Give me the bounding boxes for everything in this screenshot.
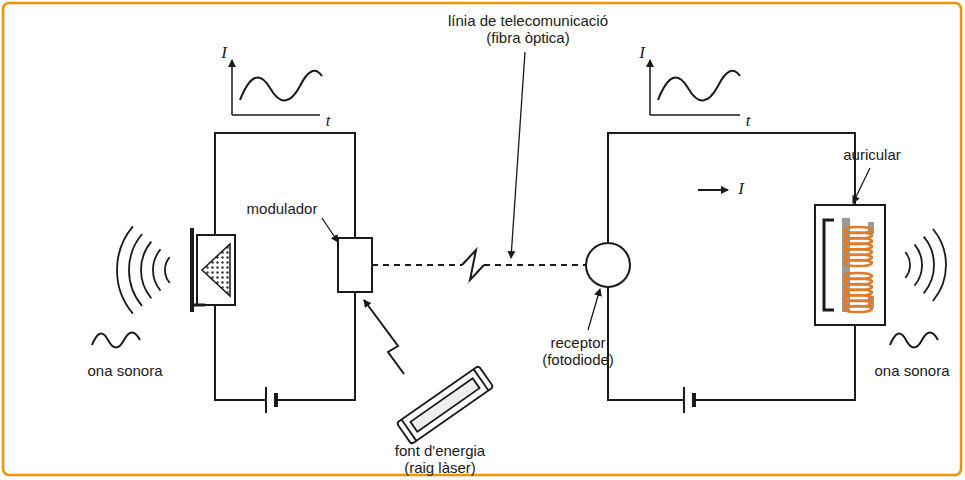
current-label: I (738, 180, 744, 197)
left-current-graph-part (232, 114, 320, 116)
part-label: font d'energia (raig làser) (385, 442, 495, 476)
current-direction-arrow (698, 189, 728, 191)
part-label: ona sonora (87, 362, 162, 379)
sound-wave-left-part (141, 242, 151, 299)
photodiode-receiver-part (586, 243, 630, 287)
leader-lines (322, 52, 870, 330)
fibre-optic-line (372, 250, 586, 280)
axis-label: I (221, 44, 227, 61)
sound-wave-left-part (92, 333, 140, 348)
left-current-graph-part (231, 60, 233, 115)
laser-source-part (397, 366, 494, 445)
part-label: modulador (247, 200, 318, 217)
sound-wave-left-part (129, 234, 142, 306)
right-current-graph-part (650, 114, 740, 116)
sound-wave-right-part (890, 333, 938, 348)
sound-wave-left-part (153, 249, 161, 290)
right-current-graph-part (658, 71, 740, 101)
sound-wave-left-part (165, 257, 170, 283)
leader-lines-part (322, 218, 338, 242)
leader-lines-part (588, 289, 600, 330)
microphone-symbol (192, 228, 235, 312)
sound-wave-right-part (915, 244, 923, 285)
sound-wave-right-part (933, 229, 946, 301)
frame (3, 3, 961, 475)
laser-source-part (474, 369, 489, 390)
sound-wave-right (890, 229, 946, 348)
left-battery-symbol-part (274, 393, 278, 407)
photodiode-receiver (586, 243, 630, 287)
right-current-graph-part (649, 60, 651, 115)
right-current-graph (650, 60, 740, 115)
fibre-optic-line-part (372, 264, 462, 266)
microphone-symbol-part (192, 304, 205, 307)
modulator-box (338, 238, 372, 292)
left-current-graph-part (240, 71, 322, 101)
laser-beam-arrow (364, 300, 404, 374)
laser-source-part (402, 420, 417, 441)
microphone-symbol-part (190, 228, 194, 312)
axis-label: t (326, 112, 331, 129)
axis-label: I (639, 44, 645, 61)
axis-label: t (746, 112, 751, 129)
sound-wave-right-part (905, 252, 910, 278)
right-battery-symbol-part (683, 387, 685, 413)
left-battery-symbol-part (265, 387, 267, 413)
microphone-symbol-part (197, 235, 235, 305)
left-battery-symbol (266, 387, 276, 413)
part-label: auricular (843, 146, 901, 163)
coil-winding (844, 306, 872, 312)
right-battery-symbol (684, 387, 694, 413)
left-circuit-wires-part (276, 292, 355, 400)
left-circuit-wires-part (215, 305, 266, 400)
current-direction-arrow-part (698, 189, 728, 191)
fibre-optic-line-part (484, 264, 586, 266)
left-circuit-wires-part (215, 133, 355, 238)
coil-winding (844, 260, 872, 266)
part-label: ona sonora (874, 362, 949, 379)
fibre-optic-line-part (462, 250, 484, 280)
earphone-symbol-part (824, 220, 834, 310)
right-circuit-wires-part (608, 287, 684, 400)
modulator-box-part (338, 238, 372, 292)
right-battery-symbol-part (692, 393, 696, 407)
leader-lines-part (511, 52, 525, 258)
right-circuit-wires-part (694, 325, 855, 400)
earphone-symbol-part (844, 227, 872, 312)
laser-source (397, 366, 494, 445)
line-label: línia de telecomunicació (fibra òptica) (436, 12, 621, 46)
laser-source-part (410, 378, 479, 431)
part-label: receptor (fotodiode) (532, 334, 624, 368)
earphone-symbol (815, 205, 885, 325)
microphone-symbol-part (202, 244, 230, 296)
sound-wave-left-part (117, 226, 133, 313)
left-current-graph (232, 60, 322, 115)
sound-wave-left (92, 226, 170, 347)
laser-beam-arrow-part (364, 300, 404, 374)
earphone-symbol-part (815, 205, 885, 325)
leader-lines-part (853, 168, 870, 203)
sound-wave-right-part (924, 237, 934, 294)
